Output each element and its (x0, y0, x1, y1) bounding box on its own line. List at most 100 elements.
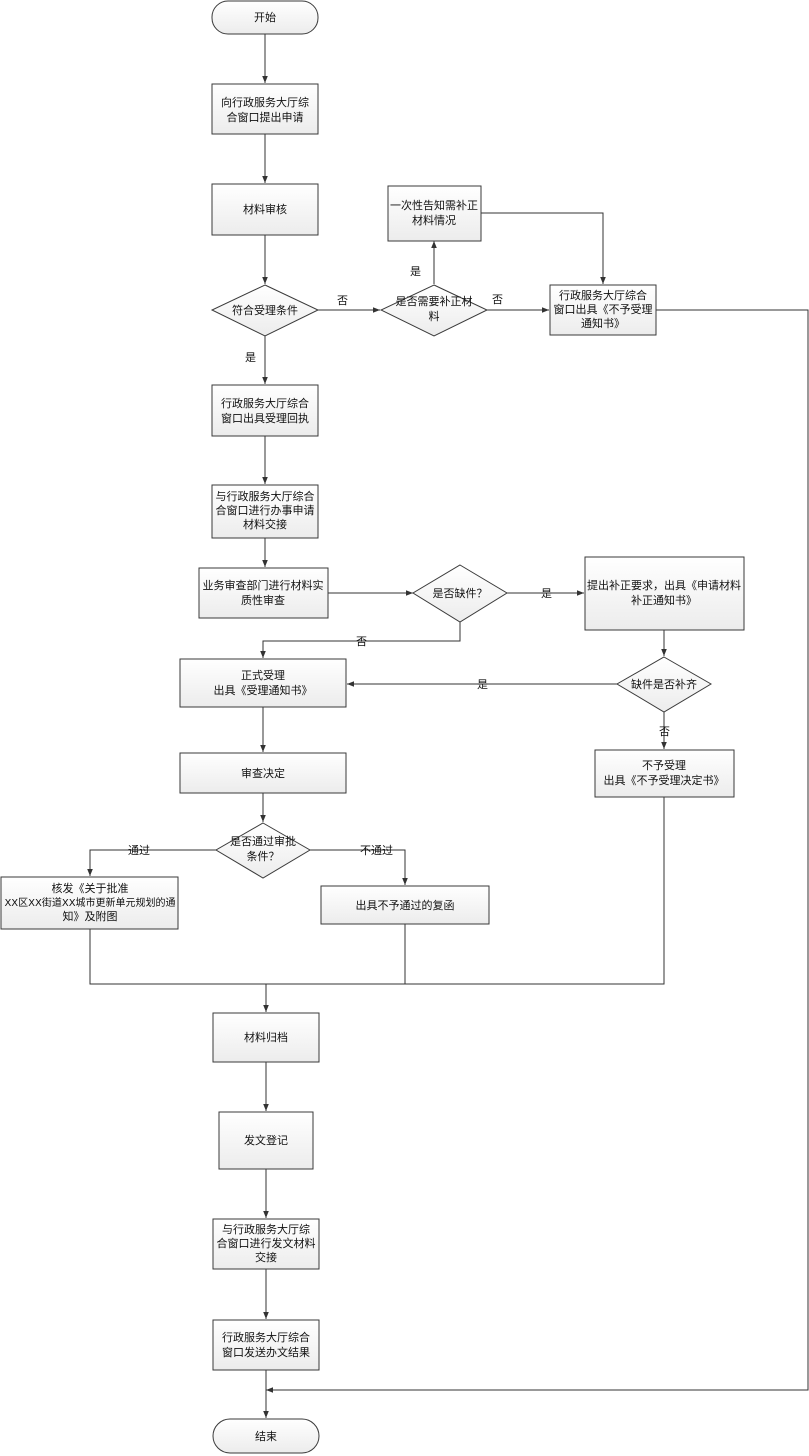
process-shape (320, 885, 490, 925)
process-shape (594, 749, 735, 798)
label-need-yes: 是 (410, 265, 421, 278)
edge-merge-line (89, 797, 665, 985)
node-decision-text: 审查决定 (241, 766, 285, 780)
process-shape (179, 658, 347, 708)
node-notify-line1: 一次性告知需补正 (390, 198, 478, 212)
process-shape (211, 484, 319, 539)
decision-shape (616, 656, 712, 713)
node-dispatch-handover: 与行政服务大厅综 合窗口进行发文材料 交接 (212, 1218, 320, 1270)
node-approve-line1: 核发《关于批准 (52, 881, 129, 895)
process-shape (211, 83, 319, 135)
label-pass: 通过 (128, 844, 150, 857)
process-shape (218, 1111, 314, 1170)
node-needs-line1: 是否需要补正材 (396, 294, 473, 308)
node-dispatch-line2: 合窗口进行发文材料 (217, 1236, 316, 1250)
node-pass-line2: 条件？ (247, 849, 280, 863)
node-send-result: 行政服务大厅综合 窗口发送办文结果 (212, 1319, 320, 1371)
node-review-text: 材料审核 (243, 202, 287, 216)
process-shape (0, 876, 179, 930)
process-shape (212, 1012, 320, 1063)
node-formal-accept: 正式受理 出具《受理通知书》 (179, 658, 347, 708)
node-end-text: 结束 (255, 1430, 277, 1443)
node-reply-text: 出具不予通过的复函 (356, 898, 455, 912)
process-shape (211, 183, 319, 236)
edge-missing-formal (260, 622, 461, 658)
process-shape (211, 384, 319, 437)
node-receipt: 行政服务大厅综合 窗口出具受理回执 (211, 384, 319, 437)
node-missing: 是否缺件？ (412, 564, 508, 623)
node-supplement-done: 缺件是否补齐 (616, 656, 712, 713)
node-supp-line2: 补正通知书》 (631, 593, 697, 607)
node-dispatch-line1: 与行政服务大厅综 (222, 1222, 310, 1236)
node-register: 发文登记 (218, 1111, 314, 1170)
decision-shape (379, 284, 489, 337)
node-substantive: 业务审查部门进行材料实 质性审查 (198, 567, 329, 619)
node-substantive-line1: 业务审查部门进行材料实 (203, 578, 324, 592)
label-done-yes: 是 (477, 678, 488, 691)
node-reject-notice: 行政服务大厅综合 窗口出具《不予受理 通知书》 (549, 284, 657, 336)
process-shape (198, 567, 329, 619)
node-start-text: 开始 (254, 10, 276, 24)
node-meets-text: 符合受理条件 (232, 303, 298, 317)
process-shape (212, 1218, 320, 1270)
node-dispatch-line3: 交接 (255, 1250, 277, 1264)
node-formal-line1: 正式受理 (241, 669, 285, 682)
node-send-line2: 窗口发送办文结果 (222, 1345, 310, 1359)
node-notify-once: 一次性告知需补正 材料情况 (387, 185, 482, 242)
node-archive-text: 材料归档 (244, 1030, 288, 1044)
decision-shape (215, 822, 311, 879)
process-shape (179, 752, 347, 794)
node-pass-line1: 是否通过审批 (230, 834, 296, 848)
label-fail: 不通过 (360, 844, 393, 857)
node-notaccept-line1: 不予受理 (642, 759, 686, 772)
process-shape (549, 284, 657, 336)
edge-notify-reject (481, 212, 606, 284)
label-missing-no: 否 (356, 635, 367, 648)
label-missing-yes: 是 (541, 587, 552, 600)
node-supplement-req: 提出补正要求，出具《申请材料 补正通知书》 (584, 556, 745, 631)
process-shape (212, 1319, 320, 1371)
node-handover: 与行政服务大厅综合 合窗口进行办事申请 材料交接 (211, 484, 319, 539)
label-done-no: 否 (659, 725, 670, 738)
node-decision: 审查决定 (179, 752, 347, 794)
node-handover-line3: 材料交接 (243, 517, 287, 531)
node-archive: 材料归档 (212, 1012, 320, 1063)
node-apply: 向行政服务大厅综 合窗口提出申请 (211, 83, 319, 135)
process-shape (584, 556, 745, 631)
decision-shape (412, 564, 508, 623)
node-register-text: 发文登记 (244, 1133, 288, 1147)
label-meets-no: 否 (337, 294, 348, 307)
node-notaccept-line2: 出具《不予受理决定书》 (604, 773, 725, 787)
node-handover-line2: 合窗口进行办事申请 (216, 503, 315, 517)
edge-labels: 否 是 是 否 是 否 是 否 通过 不通过 (128, 265, 670, 857)
node-reject-line1: 行政服务大厅综合 (559, 288, 647, 302)
node-meets: 符合受理条件 (210, 284, 320, 337)
node-reject-reply: 出具不予通过的复函 (320, 885, 490, 925)
terminator-shape (211, 0, 319, 35)
node-formal-line2: 出具《受理通知书》 (214, 683, 313, 697)
node-send-line1: 行政服务大厅综合 (222, 1330, 310, 1344)
node-pass-check: 是否通过审批 条件？ (215, 822, 311, 879)
node-substantive-line2: 质性审查 (241, 593, 285, 607)
label-meets-yes: 是 (245, 351, 256, 364)
node-supp-line1: 提出补正要求，出具《申请材料 (587, 578, 741, 592)
node-review: 材料审核 (211, 183, 319, 236)
label-need-no: 否 (492, 293, 503, 306)
node-start: 开始 (211, 0, 319, 35)
node-approve-line3: 知》及附图 (63, 909, 118, 923)
node-apply-line1: 向行政服务大厅综 (221, 95, 309, 109)
node-not-accept: 不予受理 出具《不予受理决定书》 (594, 749, 735, 798)
edge-pass-approve (87, 849, 216, 876)
node-needs-supplement: 是否需要补正材 料 (379, 284, 489, 337)
node-apply-line2: 合窗口提出申请 (227, 110, 304, 124)
node-receipt-line1: 行政服务大厅综合 (221, 396, 309, 410)
edges (87, 34, 809, 1418)
node-missing-text: 是否缺件？ (433, 586, 488, 600)
node-handover-line1: 与行政服务大厅综合 (216, 489, 315, 503)
node-receipt-line2: 窗口出具受理回执 (221, 411, 309, 425)
node-reject-line2: 窗口出具《不予受理 (554, 302, 653, 316)
node-approve-line2: XX区XX街道XX城市更新单元规划的通 (4, 896, 175, 909)
node-approve: 核发《关于批准 XX区XX街道XX城市更新单元规划的通 知》及附图 (0, 876, 179, 930)
node-end: 结束 (212, 1418, 320, 1454)
